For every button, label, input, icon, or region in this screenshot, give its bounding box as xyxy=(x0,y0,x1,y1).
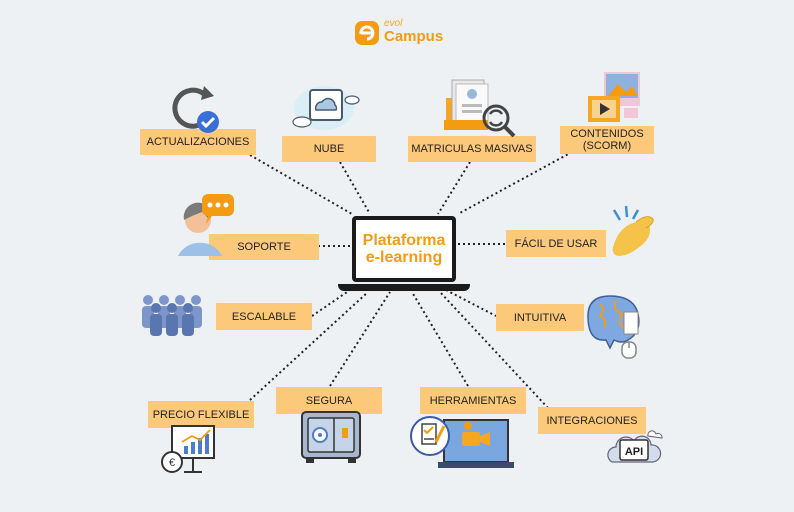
center-laptop: Plataforma e-learning xyxy=(338,212,470,298)
label-herramientas: HERRAMIENTAS xyxy=(420,387,526,414)
logo-text-big: Campus xyxy=(384,28,444,45)
label-soporte: SOPORTE xyxy=(209,234,319,260)
label-actualizaciones: ACTUALIZACIONES xyxy=(140,129,256,155)
svg-text:€: € xyxy=(169,457,175,469)
label-intuitiva: INTUITIVA xyxy=(496,304,584,331)
price-chart-icon: € xyxy=(161,425,215,473)
center-title-line2: e-learning xyxy=(365,249,443,266)
enrollment-docs-icon xyxy=(444,79,516,138)
brain-icon xyxy=(587,295,640,359)
safe-icon xyxy=(301,411,361,463)
label-matriculas: MATRICULAS MASIVAS xyxy=(408,136,536,162)
hand-snap-icon xyxy=(612,205,654,256)
label-facil: FÁCIL DE USAR xyxy=(506,230,606,257)
api-cloud-icon: API xyxy=(607,430,663,463)
cloud-icon xyxy=(292,86,360,130)
media-content-icon xyxy=(588,72,640,122)
refresh-check-icon xyxy=(172,86,219,133)
logo-mark-icon xyxy=(355,21,379,45)
label-contenidos: CONTENIDOS (SCORM) xyxy=(560,126,654,154)
label-integraciones: INTEGRACIONES xyxy=(538,407,646,434)
support-chat-icon xyxy=(178,194,234,256)
laptop-screen: Plataforma e-learning xyxy=(352,216,456,282)
center-title-line1: Plataforma xyxy=(362,232,446,249)
label-nube: NUBE xyxy=(282,136,376,162)
logo-text-small: evol xyxy=(384,18,403,29)
evolcampus-logo: evol Campus xyxy=(354,18,444,50)
label-segura: SEGURA xyxy=(276,387,382,414)
api-text: API xyxy=(625,446,643,458)
people-group-icon xyxy=(142,295,202,336)
label-precio: PRECIO FLEXIBLE xyxy=(148,401,254,428)
laptop-base xyxy=(338,284,470,291)
tools-video-icon xyxy=(410,416,514,468)
label-escalable: ESCALABLE xyxy=(216,303,312,330)
